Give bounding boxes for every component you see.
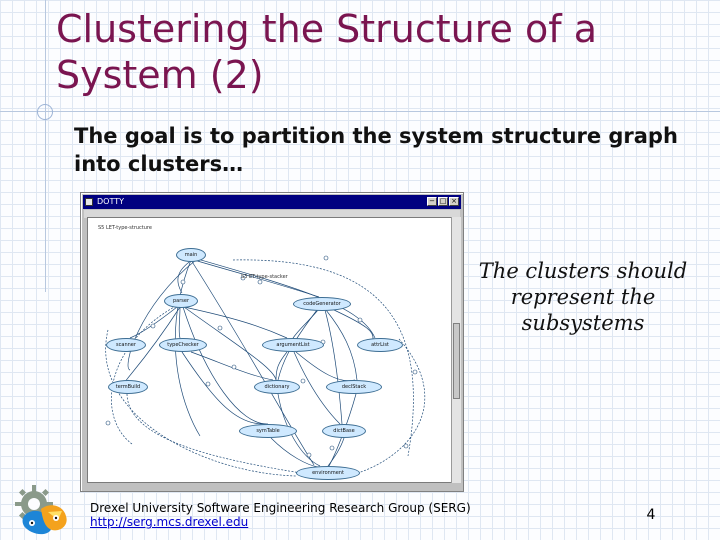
graph-node: declStack (326, 380, 382, 394)
maximize-icon: □ (438, 197, 448, 206)
graph-canvas: S5 LET-type-structure S3 ET-type-stacker… (87, 217, 453, 483)
graph-node: typeChecker (159, 338, 207, 352)
slide-title: Clustering the Structure of a System (2) (56, 7, 597, 97)
graph-node: environment (296, 466, 360, 480)
accent-circle-icon (37, 104, 53, 120)
page-number: 4 (646, 507, 656, 523)
close-icon: × (449, 197, 459, 206)
subgraph-label: S3 ET-type-stacker (241, 274, 288, 280)
scrollbar-thumb (453, 323, 460, 399)
graph-node: main (176, 248, 206, 262)
footer-organization: Drexel University Software Engineering R… (90, 501, 471, 515)
canvas-header-label: S5 LET-type-structure (98, 225, 152, 231)
footer: Drexel University Software Engineering R… (90, 501, 510, 529)
graph-node: termBuild (108, 380, 148, 394)
window-toolbar-strip (84, 210, 460, 218)
accent-vertical-line (45, 0, 46, 292)
graph-edge-layer (105, 255, 426, 477)
graph-node: dictBase (322, 424, 366, 438)
minimize-icon: − (427, 197, 437, 206)
graph-node: dictionary (254, 380, 300, 394)
accent-horizontal-line (0, 111, 720, 112)
graph-node: attrList (357, 338, 403, 352)
graph-node: scanner (106, 338, 146, 352)
window-title-bar: DOTTY − □ × (83, 195, 461, 209)
graph-node: parser (164, 294, 198, 308)
footer-website-link[interactable]: http://serg.mcs.drexel.edu (90, 515, 249, 529)
graph-node: codeGenerator (293, 297, 351, 311)
dotty-window-screenshot: DOTTY − □ × (80, 192, 464, 492)
serg-gear-logo-icon (15, 485, 67, 535)
graph-node: symTable (239, 424, 297, 438)
graph-node: argumentList (262, 338, 324, 352)
window-app-icon (85, 198, 93, 206)
clusters-callout-text: The clusters should represent the subsys… (478, 259, 688, 335)
window-title: DOTTY (97, 197, 124, 206)
goal-bullet-text: The goal is to partition the system stru… (74, 124, 678, 176)
